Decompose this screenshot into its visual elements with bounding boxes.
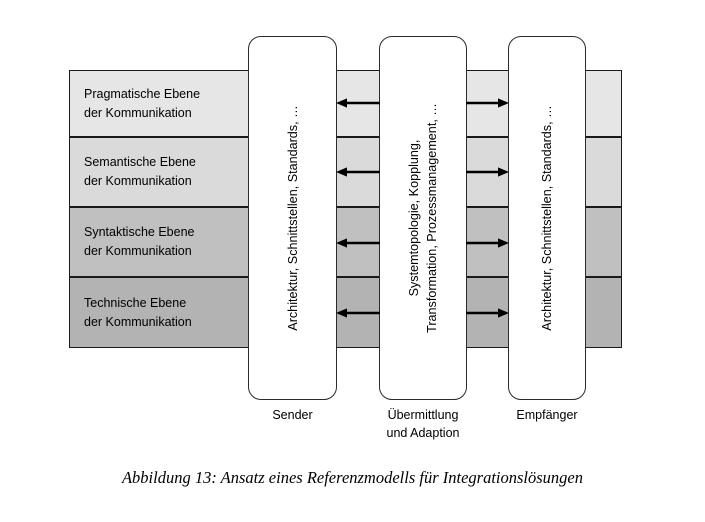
layer-label-semantische: Semantische Ebene der Kommunikation xyxy=(84,155,196,188)
layer-band-left-syntaktische: Syntaktische Ebene der Kommunikation xyxy=(69,207,249,277)
figure-caption: Abbildung 13: Ansatz eines Referenzmodel… xyxy=(121,468,584,487)
arrow-technische-right xyxy=(466,307,509,319)
layer-label-technische: Technische Ebene der Kommunikation xyxy=(84,295,192,329)
arrow-semantische-right xyxy=(466,166,509,178)
layer-band-right-technische xyxy=(585,277,622,348)
arrow-semantische-left xyxy=(336,166,380,178)
pillar-transmission-text: Systemtopologie, Kopplung, Transformatio… xyxy=(407,103,439,333)
layer-band-left-pragmatische: Pragmatische Ebene der Kommunikation xyxy=(69,70,249,137)
layer-band-left-semantische: Semantische Ebene der Kommunikation xyxy=(69,137,249,207)
reference-model-diagram: Pragmatische Ebene der Kommunikation Sem… xyxy=(69,36,622,440)
layer-band-right-semantische xyxy=(585,137,622,207)
arrow-pragmatische-left xyxy=(336,97,380,109)
layer-band-left-technische: Technische Ebene der Kommunikation xyxy=(69,277,249,348)
arrow-technische-left xyxy=(336,307,380,319)
layer-label-syntaktische: Syntaktische Ebene der Kommunikation xyxy=(84,225,195,258)
pillar-receiver-text: Architektur, Schnittstellen, Standards, … xyxy=(540,105,554,331)
pillar-sender: Architektur, Schnittstellen, Standards, … xyxy=(248,36,337,400)
pillar-receiver: Architektur, Schnittstellen, Standards, … xyxy=(508,36,586,400)
pillar-transmission: Systemtopologie, Kopplung, Transformatio… xyxy=(379,36,467,400)
pillar-sender-text: Architektur, Schnittstellen, Standards, … xyxy=(285,105,300,331)
arrow-syntaktische-right xyxy=(466,237,509,249)
layer-band-right-pragmatische xyxy=(585,70,622,137)
layer-band-right-syntaktische xyxy=(585,207,622,277)
layer-label-pragmatische: Pragmatische Ebene der Kommunikation xyxy=(84,86,201,120)
arrow-pragmatische-right xyxy=(466,97,509,109)
pillar-caption-receiver: Empfänger xyxy=(516,408,578,422)
pillar-caption-sender: Sender xyxy=(272,408,313,422)
arrow-syntaktische-left xyxy=(336,237,380,249)
pillar-caption-transmission: Übermittlung und Adaption xyxy=(386,408,460,440)
